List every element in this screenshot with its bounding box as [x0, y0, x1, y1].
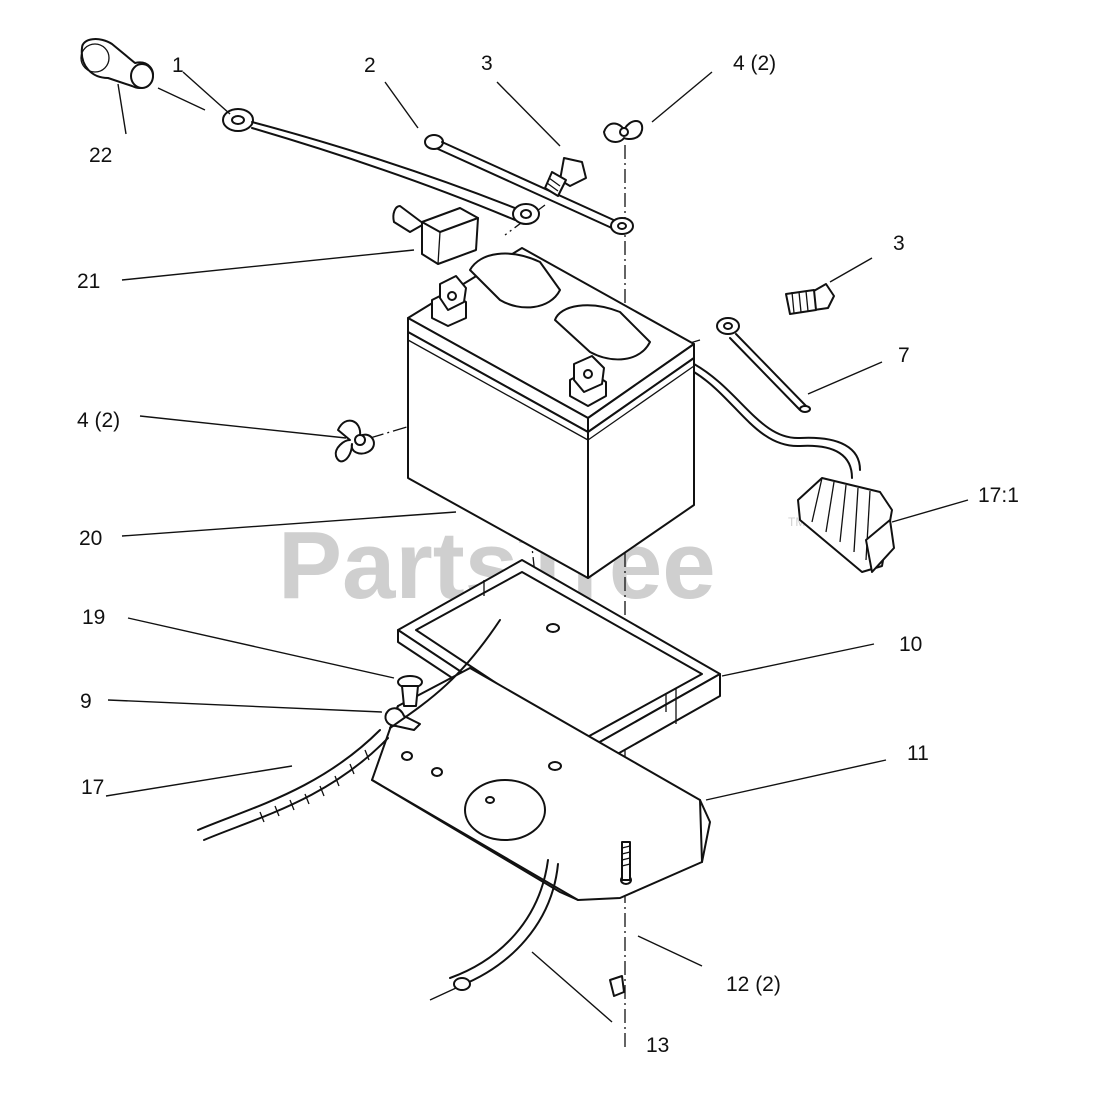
- callout-13: 13: [646, 1034, 669, 1057]
- bolt-part-3-top: [544, 157, 587, 197]
- hold-down-rod-part-2: [424, 134, 634, 235]
- callout-4-top: 4 (2): [733, 52, 776, 75]
- callout-10: 10: [899, 633, 922, 656]
- wing-nut-part-4-left: [334, 419, 375, 463]
- callout-21: 21: [77, 270, 100, 293]
- callout-2: 2: [364, 54, 376, 77]
- mounting-plate-part-11: [371, 667, 711, 901]
- callout-labels: 1 2 3 4 (2) 22 21 3 7 4 (2) 20 17:1 19 1…: [77, 52, 1019, 1057]
- callout-11: 11: [907, 742, 929, 765]
- callout-20: 20: [79, 527, 102, 550]
- negative-cable-part-7: [716, 317, 811, 413]
- callout-12: 12 (2): [726, 973, 781, 996]
- callout-19: 19: [82, 606, 105, 629]
- callout-4-left: 4 (2): [77, 409, 120, 432]
- terminal-boot-part-22: [80, 38, 206, 111]
- callout-9: 9: [80, 690, 92, 713]
- bolt-part-3-right: [785, 283, 835, 315]
- harness-connector-part-17-1: [693, 363, 895, 573]
- callout-7: 7: [898, 344, 910, 367]
- screw-part-19: [397, 675, 423, 707]
- terminal-cover-part-21: [392, 205, 479, 265]
- callout-17: 17: [81, 776, 104, 799]
- hose-part-13: [429, 859, 559, 1001]
- stud-part-12: [609, 841, 631, 997]
- callout-22: 22: [89, 144, 112, 167]
- leader-lines: [105, 71, 969, 1023]
- callout-3-right: 3: [893, 232, 905, 255]
- callout-17-1: 17:1: [978, 484, 1019, 507]
- wing-nut-part-4-top: [603, 120, 644, 143]
- callout-1: 1: [172, 54, 184, 77]
- wiring-harness-part-17: [197, 619, 501, 841]
- callout-3-top: 3: [481, 52, 493, 75]
- positive-cable-part-1: [222, 108, 540, 225]
- battery-part-20: [407, 247, 695, 579]
